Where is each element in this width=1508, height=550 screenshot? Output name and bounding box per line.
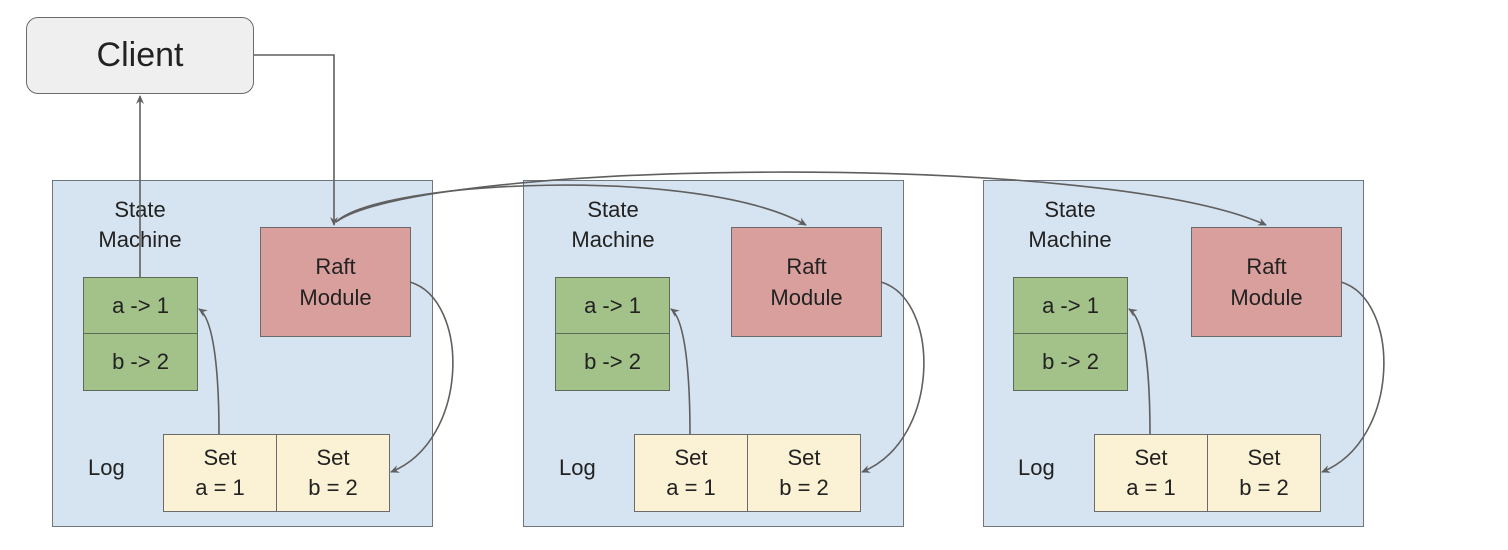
- log-entry: Set b = 2: [779, 445, 829, 500]
- state-machine-store: a -> 1 b -> 2: [555, 277, 670, 391]
- state-machine-label: State Machine: [1028, 197, 1112, 252]
- raft-module: Raft Module: [731, 227, 882, 337]
- client-box: Client: [26, 17, 254, 94]
- raft-module: Raft Module: [260, 227, 411, 337]
- raft-module: Raft Module: [1191, 227, 1342, 337]
- log-store: Set a = 1 Set b = 2: [1094, 434, 1321, 512]
- state-machine-store: a -> 1 b -> 2: [83, 277, 198, 391]
- client-label: Client: [96, 36, 184, 74]
- state-entry: b -> 2: [584, 349, 641, 374]
- state-machine-store: a -> 1 b -> 2: [1013, 277, 1128, 391]
- state-machine-label: State Machine: [571, 197, 655, 252]
- state-entry: a -> 1: [84, 278, 197, 334]
- log-label: Log: [88, 455, 125, 480]
- state-machine-label: State Machine: [98, 197, 182, 252]
- state-entry: a -> 1: [1014, 278, 1127, 334]
- log-store: Set a = 1 Set b = 2: [163, 434, 390, 512]
- log-entry: Set a = 1: [1095, 435, 1208, 511]
- state-entry: b -> 2: [112, 349, 169, 374]
- log-entry: Set a = 1: [635, 435, 748, 511]
- log-entry: Set b = 2: [1239, 445, 1289, 500]
- log-store: Set a = 1 Set b = 2: [634, 434, 861, 512]
- log-label: Log: [559, 455, 596, 480]
- log-entry: Set a = 1: [164, 435, 277, 511]
- state-entry: b -> 2: [1042, 349, 1099, 374]
- log-label: Log: [1018, 455, 1055, 480]
- state-entry: a -> 1: [556, 278, 669, 334]
- log-entry: Set b = 2: [308, 445, 358, 500]
